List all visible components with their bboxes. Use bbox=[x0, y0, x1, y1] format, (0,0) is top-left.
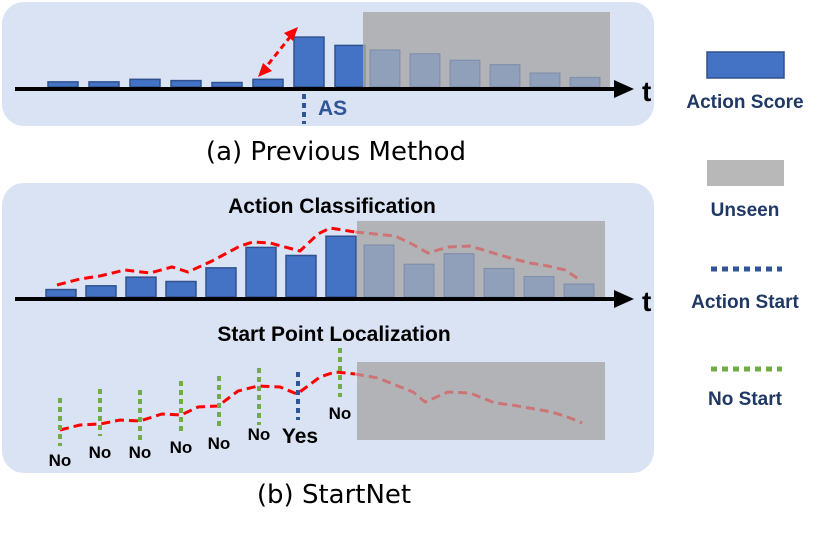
panel-b-unseen-bar bbox=[443, 253, 475, 298]
point-label: Yes bbox=[282, 425, 318, 448]
panel-a-bar bbox=[211, 81, 243, 88]
legend-unseen-label: Unseen bbox=[711, 200, 780, 221]
panel-b-score-curve-unseen bbox=[354, 230, 581, 282]
point-label: No bbox=[248, 425, 271, 444]
panel-b-section2-title: Start Point Localization bbox=[217, 323, 450, 346]
legend-action-score-label: Action Score bbox=[686, 92, 803, 113]
panel-a-unseen-bars bbox=[369, 49, 601, 88]
point-label: No bbox=[129, 443, 152, 462]
panel-a-as-label: AS bbox=[318, 97, 347, 120]
panel-b-unseen-bar bbox=[363, 244, 395, 298]
panel-b-bar bbox=[325, 235, 357, 298]
point-label: No bbox=[170, 438, 193, 457]
panel-b-bar bbox=[165, 280, 197, 298]
panel-a-axis-label: t bbox=[642, 76, 651, 107]
panel-b-start-curve-unseen bbox=[354, 372, 583, 425]
panel-a-bar bbox=[88, 81, 120, 88]
panel-b-bar bbox=[245, 246, 277, 298]
panel-a-bar bbox=[47, 81, 79, 88]
panel-b-unseen-bar bbox=[523, 276, 555, 298]
panel-b-bar bbox=[45, 288, 77, 298]
panel-b-section1-title: Action Classification bbox=[228, 195, 436, 218]
panel-a-unseen-region bbox=[363, 12, 610, 87]
panel-a-unseen-bar bbox=[409, 53, 441, 88]
legend-unseen-swatch bbox=[707, 160, 784, 186]
panel-b-unseen-bar bbox=[563, 283, 595, 298]
panel-b-unseen-region-top bbox=[357, 221, 605, 299]
panel-b-axis-arrowhead bbox=[614, 290, 634, 308]
panel-a-unseen-bar bbox=[569, 76, 601, 88]
panel-b-unseen-bar bbox=[483, 267, 515, 298]
point-label: No bbox=[49, 451, 72, 470]
panel-a-bar bbox=[334, 44, 366, 88]
panel-b-start-markers bbox=[58, 348, 342, 446]
panel-a-bars bbox=[47, 36, 366, 88]
panel-b-bar bbox=[285, 254, 317, 298]
panel-a-bar bbox=[252, 78, 284, 88]
legend-no-start-label: No Start bbox=[708, 389, 783, 410]
point-label: No bbox=[329, 404, 352, 423]
legend-action-start-label: Action Start bbox=[691, 292, 799, 313]
panel-a-score-jump-arrowhead-top bbox=[284, 27, 298, 41]
panel-b-start-curve-seen bbox=[59, 370, 356, 432]
panel-a-bar bbox=[170, 79, 202, 88]
panel-b-bar bbox=[125, 276, 157, 298]
panel-b-caption: (b) StartNet bbox=[257, 480, 411, 510]
panel-a-score-jump-arrow bbox=[260, 31, 296, 73]
legend: Action Score Unseen Action Start No Star… bbox=[686, 51, 804, 410]
panel-a-unseen-bar bbox=[369, 49, 401, 88]
panel-b-unseen-region-bottom bbox=[357, 362, 605, 440]
panel-a-unseen-bar bbox=[529, 72, 561, 88]
panel-a-score-jump-arrowhead-bottom bbox=[258, 63, 272, 77]
panel-b-bars bbox=[45, 235, 357, 298]
point-label: No bbox=[89, 443, 112, 462]
legend-action-score-swatch bbox=[706, 51, 785, 79]
panel-a-unseen-bar bbox=[449, 59, 481, 88]
panel-a-bar bbox=[129, 78, 161, 88]
panel-a-axis-arrowhead bbox=[614, 80, 634, 98]
panel-a-bar bbox=[293, 36, 325, 88]
panel-b-axis-label: t bbox=[642, 286, 651, 317]
panel-b-unseen-bars bbox=[363, 244, 595, 298]
panel-a-unseen-bar bbox=[489, 64, 521, 88]
panel-b-bar bbox=[205, 267, 237, 298]
panel-a-caption: (a) Previous Method bbox=[206, 137, 466, 167]
panel-b-unseen-bar bbox=[403, 263, 435, 298]
point-label: No bbox=[208, 434, 231, 453]
panel-b-bar bbox=[85, 285, 117, 298]
panel-b-score-curve-seen bbox=[56, 226, 356, 287]
